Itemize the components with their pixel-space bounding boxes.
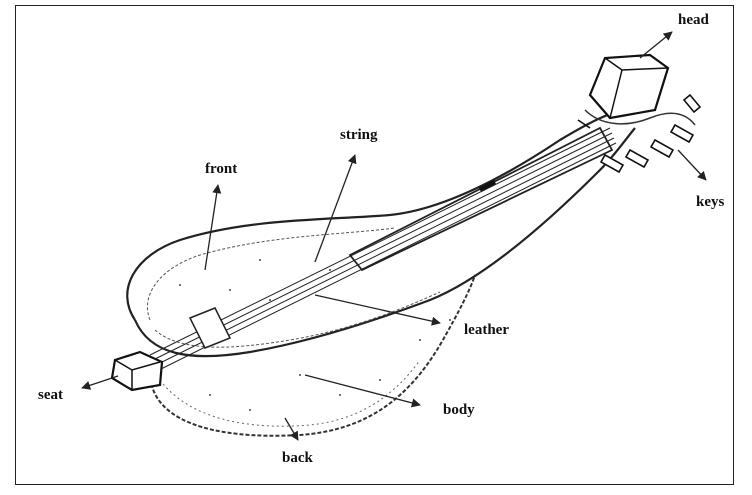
label-body: body [443, 403, 475, 418]
arrow-seat [82, 376, 118, 388]
label-back: back [282, 451, 313, 466]
label-head: head [678, 13, 709, 28]
label-front: front [205, 162, 237, 177]
instrument-head [590, 55, 668, 118]
arrow-head [640, 32, 672, 58]
label-leather: leather [464, 323, 509, 338]
label-string: string [340, 128, 378, 143]
arrow-front [205, 185, 218, 270]
label-keys: keys [696, 195, 724, 210]
bridge [190, 308, 230, 348]
tail-seat [112, 352, 162, 390]
arrow-string [315, 155, 355, 262]
label-seat: seat [38, 388, 63, 403]
arrow-body [305, 375, 420, 405]
arrow-back [285, 418, 298, 440]
arrow-keys [678, 150, 706, 180]
instrument-neck [350, 128, 612, 270]
